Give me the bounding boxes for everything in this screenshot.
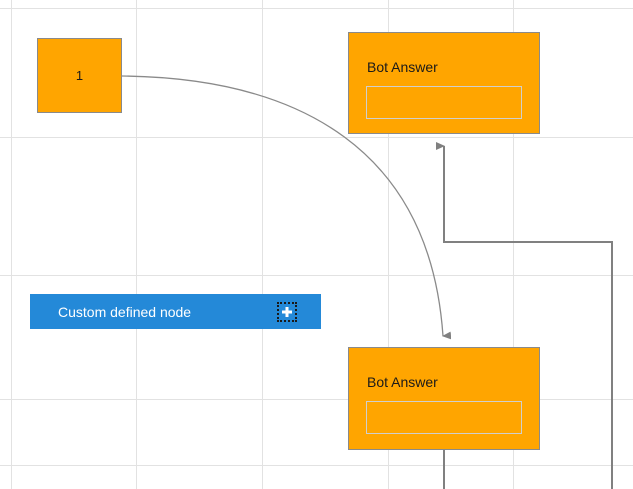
plus-icon[interactable] — [277, 301, 297, 322]
node-title: Bot Answer — [367, 374, 438, 390]
edge-start-to-bot-answer-2[interactable] — [121, 75, 452, 340]
node-bot-answer-1[interactable]: Bot Answer — [348, 32, 540, 134]
custom-defined-node-label: Custom defined node — [58, 303, 192, 320]
node-title: Bot Answer — [367, 59, 438, 75]
node-answer-slot[interactable] — [366, 86, 522, 119]
node-bot-answer-2[interactable]: Bot Answer — [348, 347, 540, 450]
node-start[interactable]: 1 — [37, 38, 122, 113]
node-start-label: 1 — [75, 68, 84, 83]
node-answer-slot[interactable] — [366, 401, 522, 434]
custom-defined-node-bar[interactable]: Custom defined node — [30, 294, 321, 329]
edge-bot-answer-2-to-bot-answer-1[interactable] — [436, 142, 613, 489]
